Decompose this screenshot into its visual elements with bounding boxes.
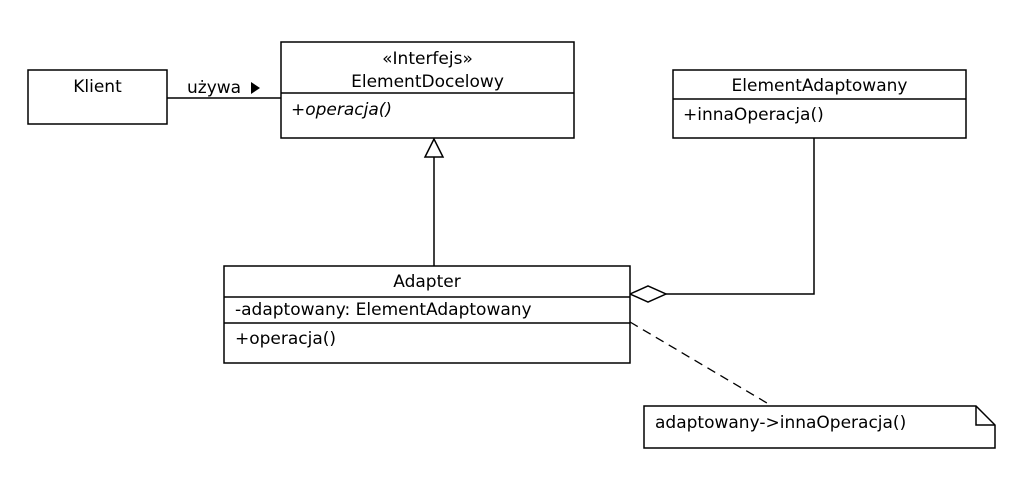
adaptee-name: ElementAdaptowany xyxy=(731,76,908,96)
adapter-box xyxy=(223,265,631,364)
aggregation-diamond-icon xyxy=(628,285,668,303)
adapter-attribute: -adaptowany: ElementAdaptowany xyxy=(235,300,532,320)
note-text: adaptowany->innaOperacja() xyxy=(655,413,907,433)
association-direction-arrow xyxy=(251,82,260,94)
adapter-name: Adapter xyxy=(393,272,461,292)
adaptee-box xyxy=(672,69,967,139)
client-box xyxy=(27,69,168,125)
target-box xyxy=(280,41,575,139)
note-box xyxy=(643,405,996,449)
realization-triangle-icon xyxy=(423,137,445,158)
client-name: Klient xyxy=(73,77,122,97)
aggregation-line xyxy=(666,138,815,295)
adapter-operation: +operacja() xyxy=(235,329,337,349)
target-operation: +operacja() xyxy=(291,100,393,120)
adaptee-operation: +innaOperacja() xyxy=(683,105,824,125)
association-label: używa xyxy=(187,78,242,98)
note-fold-icon xyxy=(975,406,995,426)
target-name: ElementDocelowy xyxy=(351,72,504,92)
note-connector xyxy=(629,321,773,407)
target-stereotype: «Interfejs» xyxy=(382,49,473,69)
